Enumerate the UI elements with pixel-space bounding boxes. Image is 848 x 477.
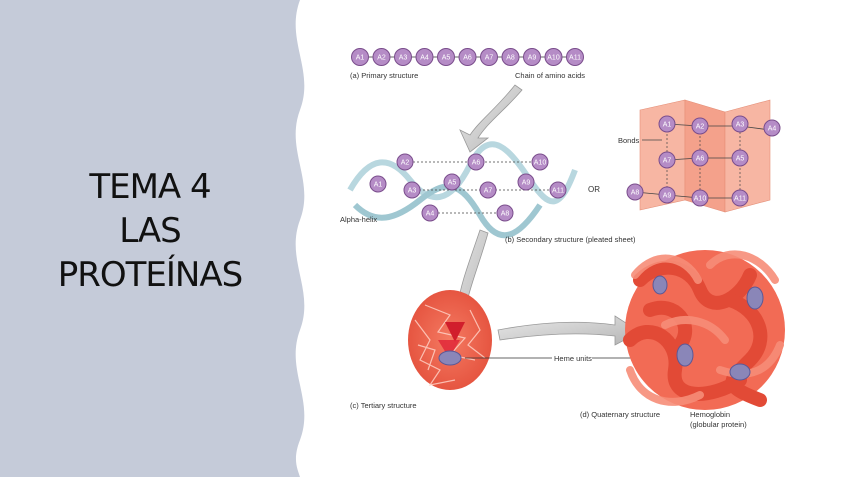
amino-acid-node: A7 [479, 181, 497, 199]
amino-acid-label: A5 [736, 156, 745, 163]
or-text: OR [588, 185, 600, 194]
hemoglobin-line-2: (globular protein) [690, 420, 747, 429]
amino-acid-node: A6 [458, 48, 477, 66]
amino-acid-node: A1 [351, 48, 369, 66]
amino-acid-label: A3 [408, 188, 417, 195]
chain-caption: Chain of amino acids [515, 71, 585, 80]
amino-acid-node: A10 [531, 153, 549, 171]
amino-acid-label: A1 [663, 122, 672, 129]
amino-acid-label: A11 [552, 188, 564, 195]
amino-acid-node: A7 [658, 151, 676, 169]
amino-acid-label: A2 [377, 55, 386, 62]
amino-acid-node: A4 [421, 204, 439, 222]
amino-acid-label: A3 [399, 55, 408, 62]
amino-acid-label: A1 [374, 182, 383, 189]
amino-acid-label: A7 [663, 158, 672, 165]
amino-acid-node: A6 [467, 153, 485, 171]
amino-acid-label: A6 [463, 55, 472, 62]
amino-acid-node: A5 [437, 48, 455, 66]
quaternary-structure: (d) Quaternary structure Hemoglobin (glo… [580, 250, 785, 429]
amino-acid-node: A2 [396, 153, 414, 171]
amino-acid-node: A7 [480, 48, 498, 66]
amino-acid-node: A1 [658, 115, 676, 133]
amino-acid-label: A8 [501, 211, 510, 218]
amino-acid-label: A8 [506, 55, 515, 62]
amino-acid-label: A2 [401, 160, 410, 167]
amino-acid-label: A10 [547, 55, 560, 62]
amino-acid-label: A8 [631, 190, 640, 197]
amino-acid-node: A3 [403, 181, 421, 199]
amino-acid-label: A5 [448, 180, 457, 187]
amino-acid-label: A9 [522, 180, 531, 187]
amino-acid-node: A11 [566, 48, 584, 66]
amino-acid-label: A4 [768, 126, 777, 133]
secondary-caption: (b) Secondary structure (pleated sheet) [505, 235, 636, 244]
amino-acid-label: A10 [534, 160, 547, 167]
amino-acid-label: A1 [356, 55, 365, 62]
tertiary-caption: (c) Tertiary structure [350, 401, 417, 410]
amino-acid-node: A1 [369, 175, 387, 193]
arrow-tertiary-to-quaternary [497, 315, 641, 346]
slide-title: TEMA 4 LAS PROTEÍNAS [0, 165, 300, 297]
amino-acid-node: A10 [544, 48, 563, 66]
tertiary-structure: (c) Tertiary structure [350, 290, 492, 410]
amino-acid-label: A4 [420, 55, 429, 62]
amino-acid-node: A3 [731, 115, 749, 133]
amino-acid-node: A11 [731, 189, 749, 207]
title-panel: TEMA 4 LAS PROTEÍNAS [0, 0, 320, 477]
amino-acid-node: A3 [394, 48, 412, 66]
primary-chain: A1 A2 A3 A4 A5 A6 A7 A8 A9 A10 A11 (a) Primary str… [350, 48, 585, 80]
amino-acid-node: A6 [691, 149, 709, 167]
amino-acid-label: A5 [442, 55, 451, 62]
amino-acid-node: A10 [691, 189, 709, 207]
amino-acid-node: A9 [517, 173, 535, 191]
amino-acid-node: A2 [691, 117, 709, 135]
amino-acid-node: A8 [626, 183, 644, 201]
bonds-label: Bonds [618, 136, 640, 145]
amino-acid-label: A6 [696, 156, 705, 163]
amino-acid-node: A2 [372, 48, 391, 66]
title-line-2: LAS [119, 211, 182, 251]
heme-label: Heme units [554, 354, 592, 363]
wavy-panel-background [0, 0, 305, 477]
amino-acid-node: A9 [658, 186, 676, 204]
amino-acid-node: A11 [549, 181, 567, 199]
title-line-1: TEMA 4 [89, 167, 211, 207]
amino-acid-node: A4 [763, 119, 781, 137]
amino-acid-node: A5 [443, 173, 461, 191]
primary-caption: (a) Primary structure [350, 71, 418, 80]
amino-acid-label: A9 [663, 193, 672, 200]
hemoglobin-line-1: Hemoglobin [690, 410, 730, 419]
amino-acid-label: A7 [484, 188, 493, 195]
amino-acid-label: A10 [694, 196, 707, 203]
helix-caption: Alpha-helix [340, 215, 377, 224]
amino-acid-label: A9 [528, 55, 537, 62]
arrow-primary-to-secondary [459, 84, 523, 153]
title-line-3: PROTEÍNAS [57, 255, 243, 295]
amino-acid-node: A8 [496, 204, 514, 222]
amino-acid-node: A9 [523, 48, 541, 66]
amino-acid-label: A6 [472, 160, 481, 167]
amino-acid-label: A7 [485, 55, 494, 62]
amino-acid-label: A4 [426, 211, 435, 218]
amino-acid-label: A11 [569, 55, 581, 62]
amino-acid-label: A3 [736, 122, 745, 129]
amino-acid-label: A11 [734, 196, 746, 203]
amino-acid-node: A4 [415, 48, 434, 66]
amino-acid-node: A5 [731, 149, 749, 167]
quaternary-caption: (d) Quaternary structure [580, 410, 660, 419]
amino-acid-label: A2 [696, 124, 705, 131]
amino-acid-node: A8 [501, 48, 520, 66]
